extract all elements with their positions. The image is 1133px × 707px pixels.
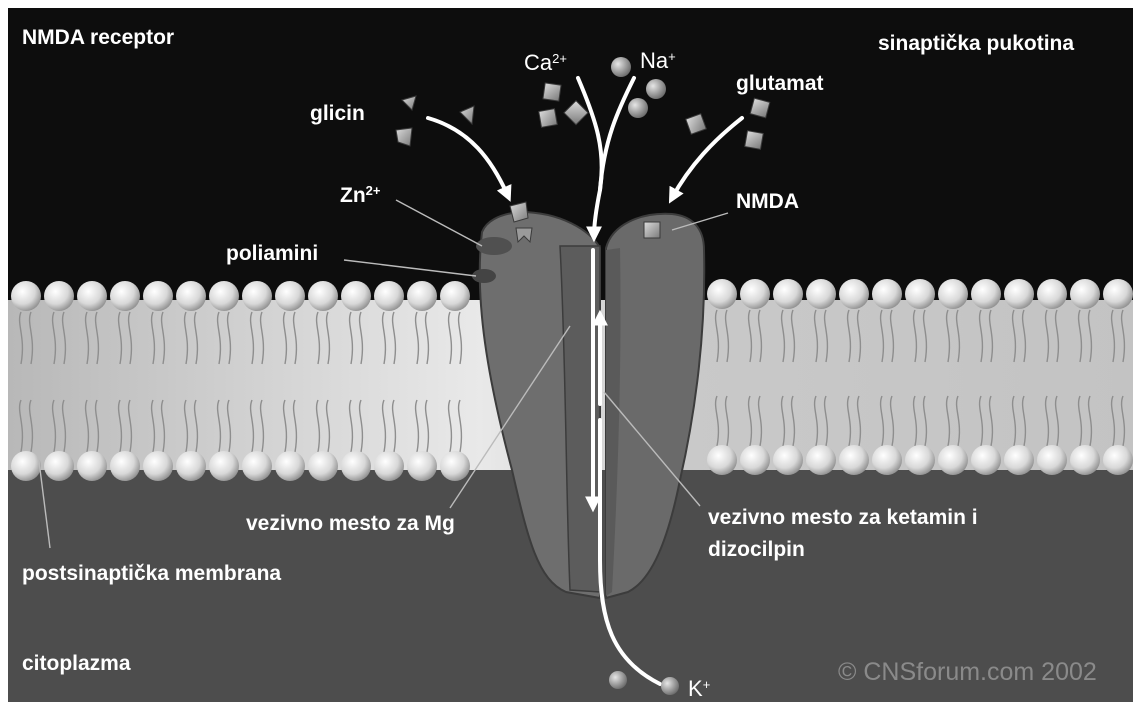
phospholipid-head	[341, 451, 371, 481]
phospholipid-head	[209, 281, 239, 311]
phospholipid-head	[440, 451, 470, 481]
phospholipid-head	[1103, 279, 1133, 309]
phospholipid-head	[938, 279, 968, 309]
sodium-label: Na+	[640, 48, 676, 73]
bound-nmda	[644, 222, 660, 238]
postsynaptic-membrane-label: postsinaptička membrana	[22, 562, 281, 586]
phospholipid-head	[1070, 445, 1100, 475]
phospholipid-head	[44, 451, 74, 481]
phospholipid-head	[806, 445, 836, 475]
phospholipid-head	[176, 451, 206, 481]
phospholipid-head	[872, 445, 902, 475]
potassium-label: K+	[688, 676, 710, 701]
zinc-charge: 2+	[366, 183, 381, 198]
phospholipid-head	[971, 279, 1001, 309]
phospholipid-head	[143, 281, 173, 311]
calcium-charge: 2+	[552, 51, 567, 66]
phospholipid-head	[905, 279, 935, 309]
phospholipid-head	[407, 281, 437, 311]
phospholipid-head	[44, 281, 74, 311]
phospholipid-head	[176, 281, 206, 311]
phospholipid-head	[242, 451, 272, 481]
phospholipid-head	[308, 451, 338, 481]
phospholipid-head	[740, 279, 770, 309]
phospholipid-head	[1037, 445, 1067, 475]
zinc-label: Zn2+	[340, 184, 380, 208]
phospholipid-head	[839, 279, 869, 309]
phospholipid-head	[110, 281, 140, 311]
phospholipid-head	[275, 451, 305, 481]
phospholipid-head	[806, 279, 836, 309]
phospholipid-head	[773, 279, 803, 309]
phospholipid-head	[905, 445, 935, 475]
phospholipid-head	[242, 281, 272, 311]
phospholipid-head	[707, 445, 737, 475]
phospholipid-head	[374, 281, 404, 311]
mg-site-label: vezivno mesto za Mg	[246, 512, 455, 536]
phospholipid-head	[77, 281, 107, 311]
phospholipid-head	[707, 279, 737, 309]
phospholipid-head	[971, 445, 1001, 475]
phospholipid-head	[308, 281, 338, 311]
phospholipid-head	[209, 451, 239, 481]
phospholipid-head	[1037, 279, 1067, 309]
potassium-charge: +	[703, 677, 711, 692]
calcium-label: Ca2+	[524, 50, 567, 75]
phospholipid-head	[77, 451, 107, 481]
glycine-label: glicin	[310, 102, 365, 126]
diagram-title: NMDA receptor	[22, 26, 174, 50]
phospholipid-head	[1004, 445, 1034, 475]
phospholipid-head	[341, 281, 371, 311]
copyright-watermark: © CNSforum.com 2002	[838, 658, 1097, 687]
ketamine-site-label-line2: dizocilpin	[708, 538, 805, 562]
synaptic-cleft-label: sinaptička pukotina	[878, 32, 1074, 56]
phospholipid-head	[740, 445, 770, 475]
phospholipid-head	[407, 451, 437, 481]
phospholipid-head	[11, 451, 41, 481]
phospholipid-head	[143, 451, 173, 481]
phospholipid-head	[110, 451, 140, 481]
phospholipid-head	[1004, 279, 1034, 309]
sodium-charge: +	[668, 49, 676, 64]
polyamines-label: poliamini	[226, 242, 318, 266]
phospholipid-head	[773, 445, 803, 475]
ketamine-site-label-line1: vezivno mesto za ketamin i	[708, 506, 978, 530]
phospholipid-head	[938, 445, 968, 475]
phospholipid-head	[374, 451, 404, 481]
glutamate-label: glutamat	[736, 72, 824, 96]
phospholipid-head	[275, 281, 305, 311]
phospholipid-head	[839, 445, 869, 475]
nmda-site-label: NMDA	[736, 190, 799, 214]
phospholipid-head	[11, 281, 41, 311]
phospholipid-head	[1070, 279, 1100, 309]
phospholipid-head	[1103, 445, 1133, 475]
phospholipid-head	[872, 279, 902, 309]
cytoplasm-label: citoplazma	[22, 652, 131, 676]
phospholipid-head	[440, 281, 470, 311]
